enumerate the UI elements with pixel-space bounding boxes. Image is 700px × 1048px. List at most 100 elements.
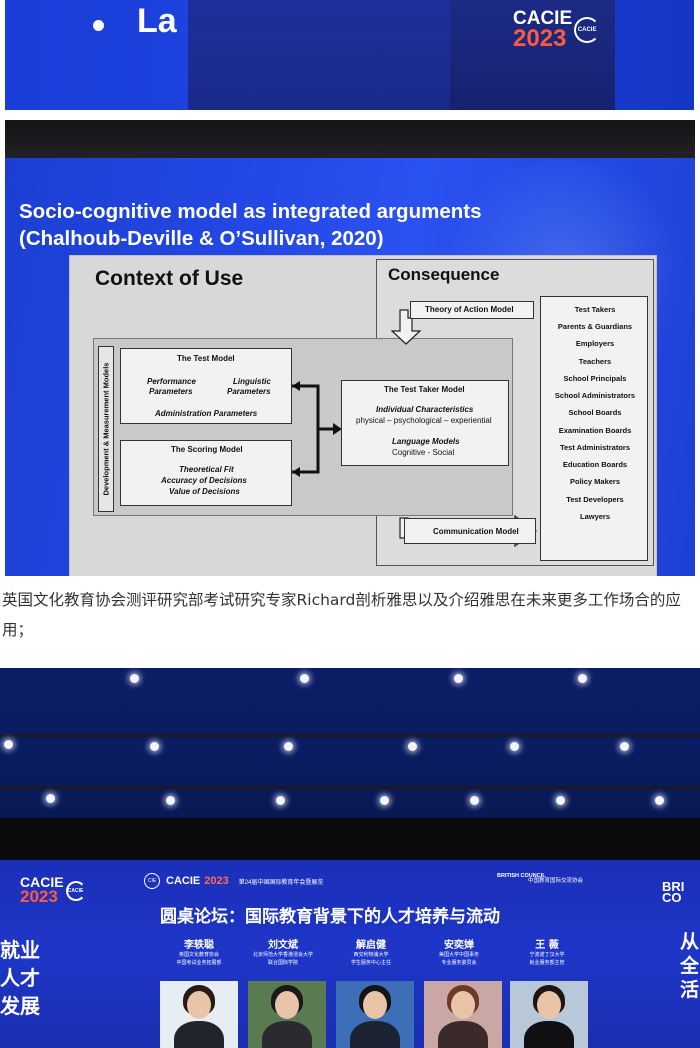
speaker-affiliation: 宁波诺丁汉大学 [529,952,565,958]
ceiling-light [556,796,565,805]
stage-shadow [0,818,700,868]
portrait-face [537,991,561,1019]
speaker-affiliation: 北京师范大学香港浸会大学 [252,952,313,958]
left-screen-line: 就业 [0,938,40,962]
ceiling [5,120,695,162]
language-models: Language Models [392,437,460,446]
linguistic-label: Linguistic [233,377,271,386]
context-of-use-label: Context of Use [95,267,244,290]
ceiling-light [166,796,175,805]
ceiling-light [470,796,479,805]
portrait-body [262,1021,312,1048]
speaker-label: 刘文斌 北京师范大学香港浸会大学 联合国际学院 [242,936,324,967]
consequence-label: Consequence [388,265,500,284]
cacie-logo: CACIE 2023 CACIE [513,8,601,53]
value-of-decisions: Value of Decisions [169,487,240,496]
podium [188,0,450,110]
theoretical-fit: Theoretical Fit [179,465,234,474]
cacie-logo-word: CACIE [20,874,64,890]
dev-measurement-bar [98,346,114,512]
bullet-dot [93,20,104,31]
ceiling-light [300,674,309,683]
cognitive-social: Cognitive - Social [392,448,455,457]
performance-label: Performance [147,377,196,386]
event-badge-icon: CIE [144,873,160,889]
speaker-portrait [336,981,414,1048]
ceiling-light [276,796,285,805]
ceiling-light [150,742,159,751]
individual-characteristics: Individual Characteristics [376,405,474,414]
portrait-body [350,1021,400,1048]
event-name: CACIE [166,875,201,887]
ceiling-light [46,794,55,803]
speaker-label: 王 薇 宁波诺丁汉大学 就业服务部主管 [506,936,588,967]
speaker-affiliation: 英国文化教育协会 [178,952,219,958]
test-model-box: The Test Model Performance Parameters Li… [120,348,292,424]
ceiling-light [454,674,463,683]
cacie-ring-icon: CACIE [65,880,86,901]
ceiling-light [408,742,417,751]
light-rail [0,786,700,789]
model-connector [292,384,338,474]
ceiling-light [380,796,389,805]
left-screen-line: 人才 [0,966,40,990]
communication-label: Communication Model [433,527,519,536]
test-taker-title: The Test Taker Model [384,385,465,394]
forum-title: 圆桌论坛：国际教育背景下的人才培养与流动 [160,907,500,927]
speaker-portrait [424,981,502,1048]
stakeholder-item: Parents & Guardians [557,322,633,331]
arrow-head-right [333,423,342,435]
speaker-affiliation: 联合国际学院 [267,960,298,966]
dev-measurement-label: Development & Measurement Models [101,362,111,496]
slide-photo: Socio-cognitive model as integrated argu… [5,120,695,576]
speaker-name: 解启健 [356,940,386,951]
cacie-ring-icon: CACIE [574,17,601,44]
speaker-portrait [248,981,326,1048]
forum-photo: CACIE 2023 CACIE CIE CACIE 2023 第24届中国国际… [0,668,700,1048]
physical-psychological-experiential: physical – psychological – experiential [356,416,492,425]
right-screen-line: 活 [680,979,700,1001]
stakeholder-item: Teachers [578,357,612,366]
slide-title-line2: (Chalhoub-Deville & O’Sullivan, 2020) [19,227,384,250]
partner-logo: 中国教育国际交流协会 [528,878,584,884]
left-screen-line: 发展 [0,994,40,1018]
stakeholder-list: Test Takers Parents & Guardians Employer… [540,296,648,561]
speaker-label: 安奕婵 美国大学中国事务 专业服务委员会 [418,936,500,967]
accuracy-of-decisions: Accuracy of Decisions [161,476,247,485]
portrait-face [363,991,387,1019]
cacie-logo-word: CACIE [513,8,573,29]
ceiling-light [284,742,293,751]
stakeholder-item: Test Administrators [559,443,630,452]
left-screen-text: 就业 人才 发展 [0,936,40,1020]
ceiling-light [578,674,587,683]
stakeholder-item: School Boards [568,408,622,417]
communication-box: Communication Model [404,518,536,544]
stakeholder-item: Employers [575,339,615,348]
right-screen-text: 从 全 活 [680,930,699,1002]
speaker-affiliation: 西交利物浦大学 [353,952,389,958]
stakeholder-item: School Principals [563,374,627,383]
speaker-portrait [510,981,588,1048]
cacie-logo: CACIE 2023 CACIE [20,874,86,907]
event-year: 2023 [204,875,229,887]
linguistic-parameters: Parameters [227,387,271,396]
socio-cognitive-diagram: Context of Use Consequence Theory of Act… [69,255,657,576]
cacie-logo-year: 2023 [20,887,58,907]
cacie-logo-year: 2023 [513,25,567,53]
theory-of-action-label: Theory of Action Model [425,305,514,314]
performance-parameters: Parameters [149,387,193,396]
right-screen-line: 全 [680,955,700,977]
portrait-body [524,1021,574,1048]
british-council-logo-right: BRI CO [662,879,685,905]
speaker-label: 解启健 西交利物浦大学 学生服务中心主任 [330,936,412,967]
stakeholder-item: School Administrators [554,391,636,400]
ceiling-light [655,796,664,805]
theory-of-action-box: Theory of Action Model [410,301,534,319]
stakeholder-item: Education Boards [562,460,628,469]
test-model-title: The Test Model [177,354,235,363]
administration-parameters: Administration Parameters [155,409,258,418]
speaker-name: 刘文斌 [268,940,298,951]
arrow-head-left-bottom [292,467,300,477]
ceiling-light [510,742,519,751]
slide-title-line1: Socio-cognitive model as integrated argu… [19,200,482,223]
